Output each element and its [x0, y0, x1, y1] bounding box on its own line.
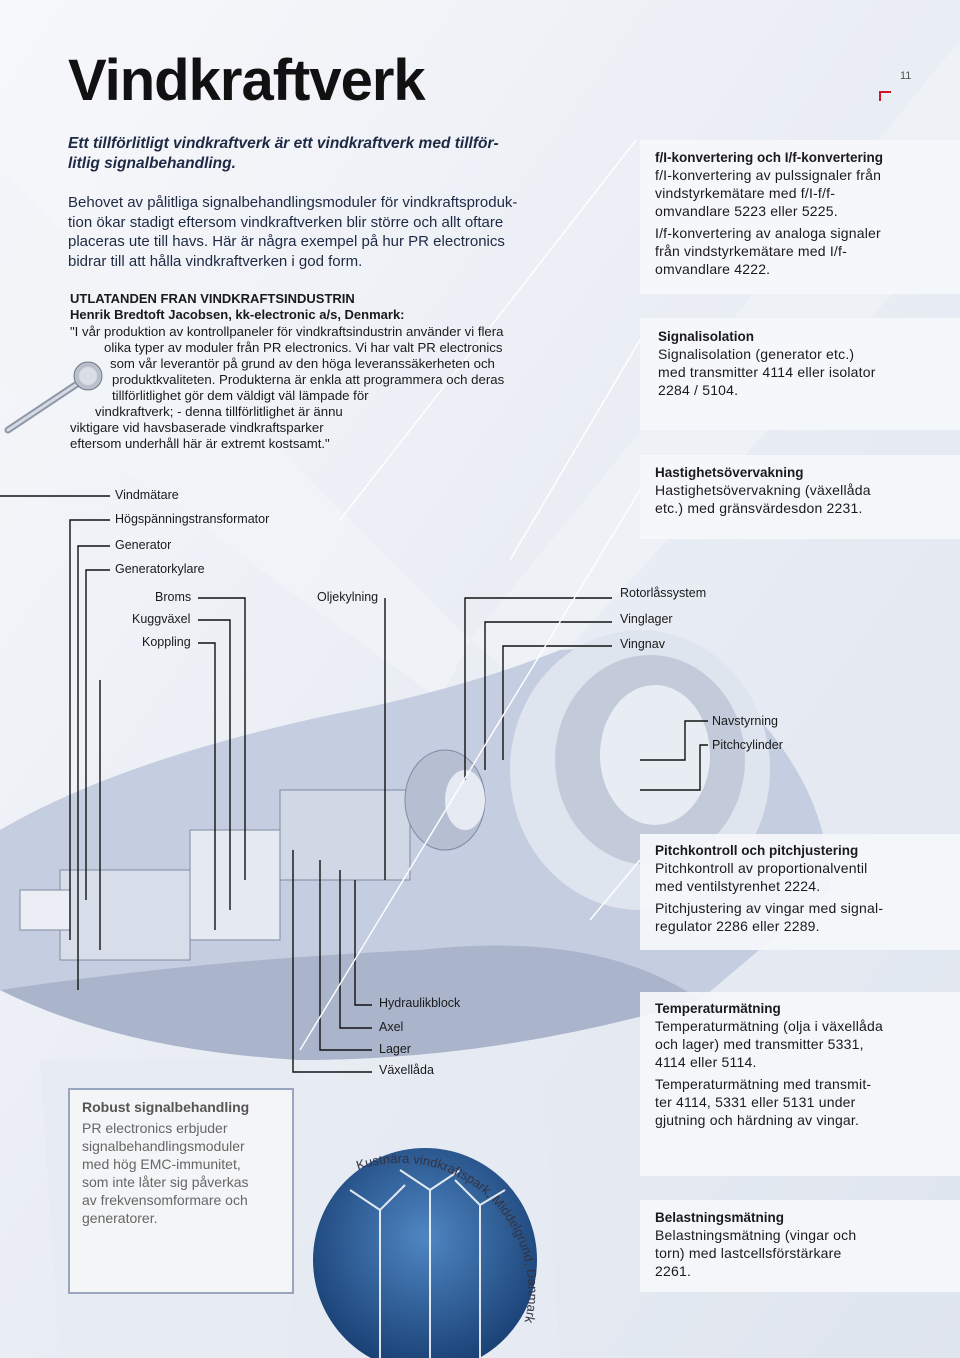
robust-line: signalbehandlingsmoduler	[82, 1138, 245, 1154]
box-line: 2284 / 5104.	[658, 382, 739, 398]
quote-line: olika typer av moduler från PR electroni…	[104, 340, 503, 355]
intro-lead: Ett tillförlitligt vindkraftverk är ett …	[68, 134, 588, 174]
quote-author: Henrik Bredtoft Jacobsen, kk-electronic …	[70, 307, 405, 322]
info-box-belastning: Belastningsmätning Belastningsmätning (v…	[640, 1200, 960, 1292]
label-kuggvaxel: Kuggväxel	[132, 612, 191, 626]
box-line: Pitchjustering av vingar med signal-	[655, 900, 884, 916]
quote-line: som vår leverantör på grund av den höga …	[110, 356, 495, 371]
robust-line: med hög EMC-immunitet,	[82, 1156, 241, 1172]
box-paragraph: Temperaturmätning (olja i växellåda och …	[655, 1017, 960, 1071]
box-paragraph: I/f-konvertering av analoga signaler frå…	[655, 224, 960, 278]
photo-caption: Kustnära vindkraftspark, Middelgrund, Da…	[320, 1120, 540, 1325]
label-vinglager: Vinglager	[620, 612, 673, 626]
robust-line: generatorer.	[82, 1210, 158, 1226]
quote-line: tillförlitlighet gör dem väldigt väl läm…	[112, 388, 369, 403]
box-line: 4114 eller 5114.	[655, 1054, 757, 1070]
box-title: Hastighetsövervakning	[655, 465, 804, 480]
label-pitchcylinder: Pitchcylinder	[712, 738, 783, 752]
box-title: Temperaturmätning	[655, 1001, 781, 1016]
box-line: Hastighetsövervakning (växellåda	[655, 482, 871, 498]
label-hogspanningstransformator: Högspänningstransformator	[115, 512, 270, 526]
robust-line: av frekvensomformare och	[82, 1192, 248, 1208]
quote-line: "I vår produktion av kontrollpaneler för…	[70, 324, 504, 339]
label-axel: Axel	[379, 1020, 404, 1034]
label-vindmatare: Vindmätare	[115, 488, 179, 502]
box-paragraph: Belastningsmätning (vingar och torn) med…	[655, 1226, 960, 1280]
box-line: etc.) med gränsvärdesdon 2231.	[655, 500, 863, 516]
box-line: I/f-konvertering av analoga signaler	[655, 225, 881, 241]
robust-line: PR electronics erbjuder	[82, 1120, 228, 1136]
quote-line: eftersom underhåll här är extremt kostsa…	[70, 436, 330, 451]
box-line: från vindstyrkemätare med I/f-	[655, 243, 847, 259]
box-line: Belastningsmätning (vingar och	[655, 1227, 857, 1243]
page-title: Vindkraftverk	[68, 48, 426, 113]
box-line: regulator 2286 eller 2289.	[655, 918, 820, 934]
quote-line: vindkraftverk; - denna tillförlitlighet …	[95, 404, 343, 419]
info-box-pitch: Pitchkontroll och pitchjustering Pitchko…	[640, 834, 960, 950]
label-broms: Broms	[155, 590, 192, 604]
box-title: Belastningsmätning	[655, 1210, 785, 1225]
box-line: omvandlare 5223 eller 5225.	[655, 203, 838, 219]
label-hydraulikblock: Hydraulikblock	[379, 996, 461, 1010]
robust-signal-box: Robust signalbehandling PR electronics e…	[68, 1088, 294, 1294]
quote-line: viktigare vid havsbaserade vindkraftspar…	[70, 420, 324, 435]
quote-line: produktkvaliteten. Produkterna är enkla …	[112, 372, 505, 387]
label-navstyrning: Navstyrning	[712, 714, 778, 728]
info-box-temperatur: Temperaturmätning Temperaturmätning (olj…	[640, 992, 960, 1176]
box-line: ter 4114, 5331 eller 5131 under	[655, 1094, 856, 1110]
box-paragraph: f/I-konvertering av pulssignaler från vi…	[655, 166, 960, 220]
robust-text: PR electronics erbjuder signalbehandling…	[82, 1119, 292, 1227]
info-box-hastighet: Hastighetsövervakning Hastighetsövervakn…	[640, 455, 960, 539]
robust-line: som inte låter sig påverkas	[82, 1174, 249, 1190]
box-line: Temperaturmätning med transmit-	[655, 1076, 872, 1092]
page-number: 11	[900, 70, 912, 82]
box-line: Signalisolation (generator etc.)	[658, 346, 855, 362]
intro-lead-line: litlig signalbehandling.	[68, 155, 236, 172]
box-line: och lager) med transmitter 5331,	[655, 1036, 864, 1052]
robust-title: Robust signalbehandling	[82, 1099, 250, 1115]
box-line: 2261.	[655, 1263, 692, 1279]
box-paragraph: Hastighetsövervakning (växellåda etc.) m…	[655, 481, 960, 517]
intro-body-line: Behovet av pålitliga signalbehandlingsmo…	[68, 194, 518, 211]
box-line: med ventilstyrenhet 2224.	[655, 878, 821, 894]
box-line: gjutning och härdning av vingar.	[655, 1112, 860, 1128]
box-title: Signalisolation	[658, 329, 755, 344]
intro-body-line: tion ökar stadigt eftersom vindkraftverk…	[68, 213, 504, 231]
label-lager: Lager	[379, 1042, 411, 1056]
label-vaxellada: Växellåda	[379, 1063, 434, 1077]
box-title: Pitchkontroll och pitchjustering	[655, 843, 859, 858]
microphone-icon	[4, 361, 103, 434]
label-generatorkylare: Generatorkylare	[115, 562, 205, 576]
quote-heading: UTLATANDEN FRAN VINDKRAFTSINDUSTRIN	[70, 291, 355, 306]
box-line: f/I-konvertering av pulssignaler från	[655, 167, 882, 183]
box-line: omvandlare 4222.	[655, 261, 771, 277]
label-vingnav: Vingnav	[620, 637, 665, 651]
box-line: Pitchkontroll av proportionalventil	[655, 860, 868, 876]
label-rotorlassystem: Rotorlåssystem	[620, 586, 707, 600]
box-line: Temperaturmätning (olja i växellåda	[655, 1018, 883, 1034]
intro-body-line: bidrar till att hålla vindkraftverken i …	[68, 252, 363, 270]
box-paragraph: Pitchjustering av vingar med signal- reg…	[655, 899, 960, 935]
intro-body-line: placeras ute till havs. Här är några exe…	[68, 233, 505, 250]
label-koppling: Koppling	[142, 635, 191, 649]
box-paragraph: Signalisolation (generator etc.) med tra…	[658, 345, 960, 399]
box-paragraph: Pitchkontroll av proportionalventil med …	[655, 859, 960, 895]
photo-caption-svg: Kustnära vindkraftspark, Middelgrund, Da…	[320, 1120, 540, 1325]
label-oljekylning: Oljekylning	[317, 590, 379, 604]
box-line: torn) med lastcellsförstärkare	[655, 1245, 842, 1261]
box-title: f/I-konvertering och I/f-konvertering	[655, 150, 884, 165]
box-line: med transmitter 4114 eller isolator	[658, 364, 876, 380]
label-generator: Generator	[115, 538, 172, 552]
info-box-konvertering: f/I-konvertering och I/f-konvertering f/…	[640, 140, 960, 294]
box-paragraph: Temperaturmätning med transmit- ter 4114…	[655, 1075, 960, 1129]
intro-lead-line: Ett tillförlitligt vindkraftverk är ett …	[68, 135, 499, 152]
box-line: vindstyrkemätare med f/I-f/f-	[655, 185, 836, 201]
info-box-signalisolation: Signalisolation Signalisolation (generat…	[640, 318, 960, 430]
intro-body: Behovet av pålitliga signalbehandlingsmo…	[68, 193, 588, 271]
